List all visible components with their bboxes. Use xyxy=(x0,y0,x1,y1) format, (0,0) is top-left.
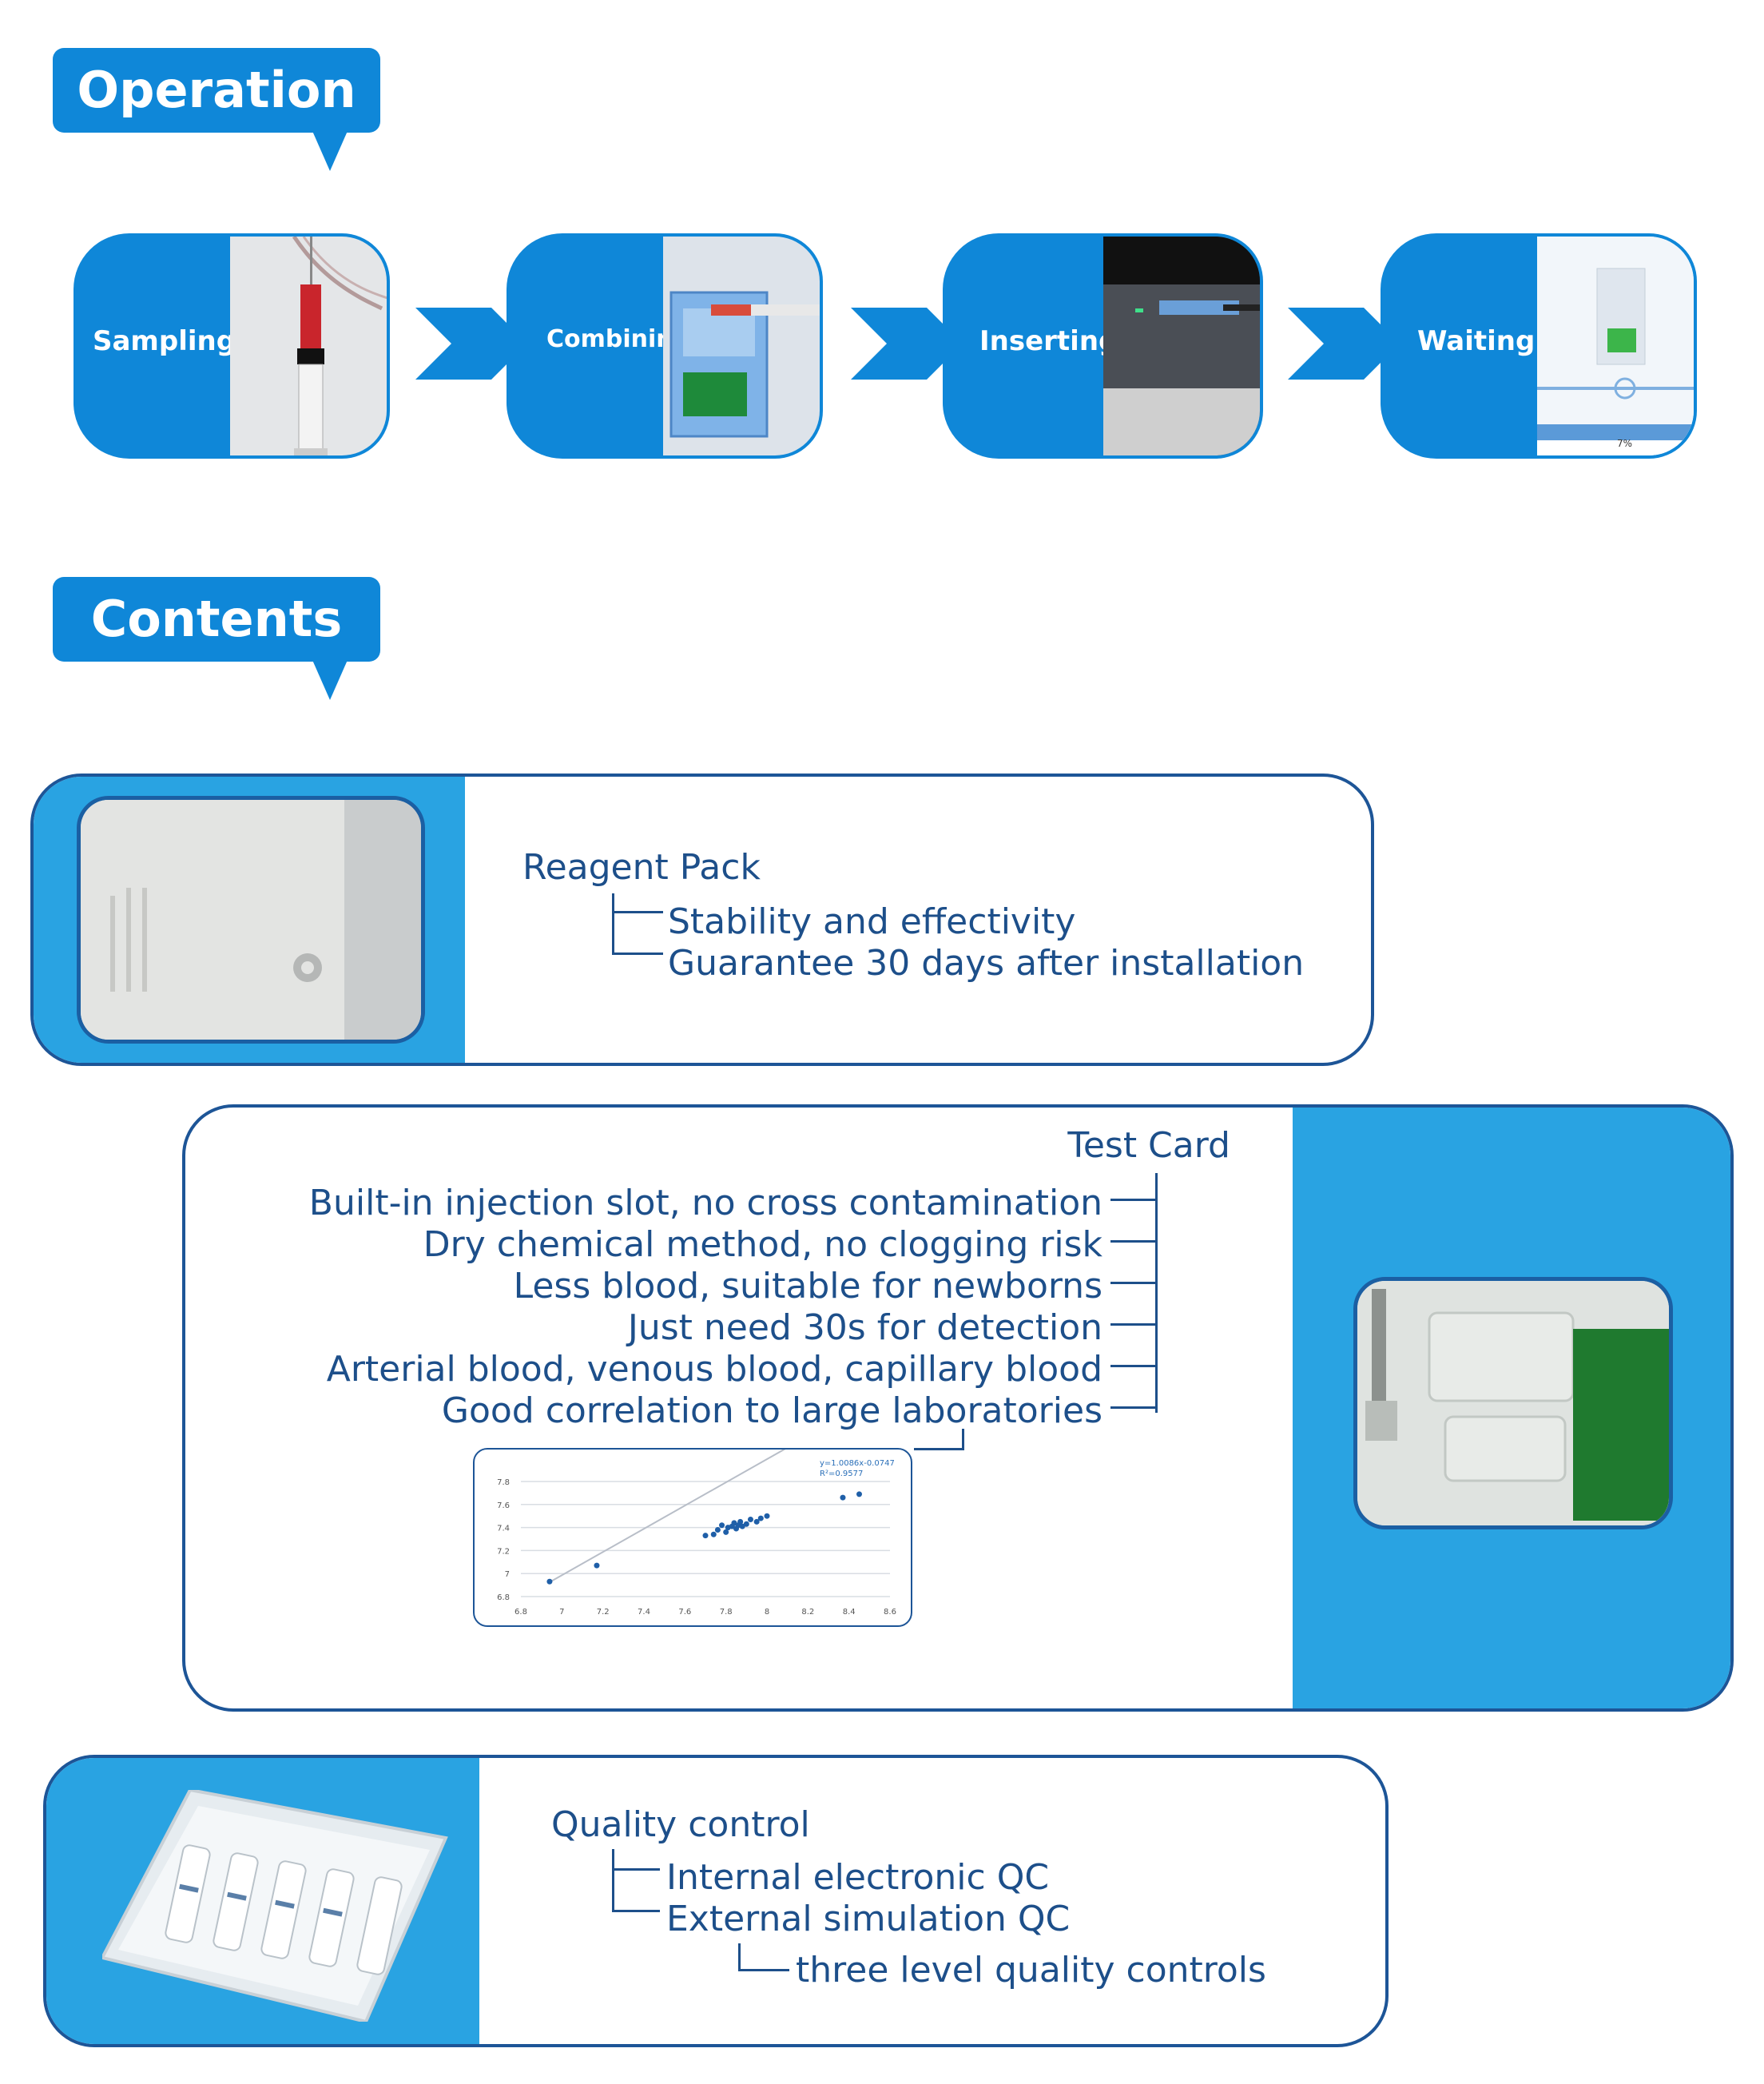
reagent-title: Reagent Pack xyxy=(522,847,761,888)
chevron-arrow-icon xyxy=(851,308,963,380)
test-card-tree-hline xyxy=(1110,1282,1157,1284)
step-waiting: Waiting 7% xyxy=(1381,233,1700,459)
quality-tree-hline-1 xyxy=(612,1868,660,1871)
y-tick-label: 7.4 xyxy=(497,1525,510,1533)
reagent-tree-hline-2 xyxy=(612,953,663,955)
test-card-tree-hline xyxy=(1110,1406,1157,1409)
data-point xyxy=(840,1494,846,1501)
reagent-pack-photo xyxy=(77,796,425,1044)
quality-sub-vline xyxy=(738,1943,741,1971)
x-tick-label: 7.8 xyxy=(720,1608,733,1617)
reagent-pack-card: Reagent Pack Stability and effectivity G… xyxy=(30,774,1374,1066)
data-point xyxy=(737,1518,744,1525)
regression-annotation: y=1.0086x-0.0747 xyxy=(820,1459,895,1468)
test-card-tree-hline xyxy=(1110,1323,1157,1326)
quality-tree-hline-2 xyxy=(612,1910,660,1912)
data-point xyxy=(747,1517,753,1523)
step-inserting: Inserting xyxy=(943,233,1266,459)
data-point xyxy=(739,1523,745,1529)
data-point xyxy=(546,1578,553,1585)
y-tick-label: 7.8 xyxy=(497,1478,510,1487)
x-tick-label: 6.8 xyxy=(514,1608,527,1617)
test-card-photo xyxy=(1353,1277,1673,1529)
quality-title: Quality control xyxy=(551,1804,810,1845)
test-card-item-dry-chemical: Dry chemical method, no clogging risk xyxy=(423,1224,1102,1265)
test-card-photo xyxy=(663,233,823,459)
screen-progress-photo: 7% xyxy=(1537,233,1697,459)
correlation-chart-frame: 6.8 7 7.2 7.4 7.6 7.8 6.8 7 7.2 7.4 7.6 7.8 8 8.2 8.4 8… xyxy=(473,1406,912,1627)
data-point xyxy=(702,1533,709,1539)
test-card-item-30s: Just need 30s for detection xyxy=(627,1307,1102,1348)
test-card-item-correlation: Good correlation to large laboratories xyxy=(441,1390,1102,1431)
correlation-scatter-chart: 6.8 7 7.2 7.4 7.6 7.8 6.8 7 7.2 7.4 7.6 7.8 8 8.2 8.4 8… xyxy=(497,1406,896,1617)
test-card-tree-hline xyxy=(1110,1199,1157,1201)
x-tick-label: 7.4 xyxy=(638,1608,650,1617)
chart-connector-vline xyxy=(962,1429,964,1450)
quality-tree-vline xyxy=(612,1849,614,1911)
data-point xyxy=(743,1521,749,1527)
x-tick-label: 8.2 xyxy=(801,1608,814,1617)
data-point xyxy=(719,1522,725,1529)
syringe-photo xyxy=(230,233,390,459)
test-card-item-blood-types: Arterial blood, venous blood, capillary … xyxy=(326,1349,1102,1390)
y-tick-label: 7.2 xyxy=(497,1547,510,1556)
quality-item-external: External simulation QC xyxy=(666,1899,1071,1939)
reagent-item-stability: Stability and effectivity xyxy=(668,901,1076,942)
y-tick-label: 7.6 xyxy=(497,1501,510,1510)
test-card-card: Test Card Built-in injection slot, no cr… xyxy=(182,1104,1734,1712)
data-point xyxy=(714,1526,721,1533)
reagent-item-guarantee: Guarantee 30 days after installation xyxy=(668,943,1305,984)
x-tick-label: 7 xyxy=(559,1608,564,1617)
x-tick-label: 8.4 xyxy=(843,1608,856,1617)
data-point xyxy=(856,1491,862,1497)
y-tick-label: 6.8 xyxy=(497,1593,510,1602)
chart-connector-hline xyxy=(914,1448,964,1450)
reagent-tree-hline-1 xyxy=(612,911,663,913)
data-point xyxy=(594,1562,600,1569)
data-point xyxy=(757,1515,764,1521)
chevron-arrow-icon xyxy=(1288,308,1400,380)
quality-sub-item: three level quality controls xyxy=(796,1950,1266,1991)
data-point xyxy=(753,1518,760,1525)
test-card-tree-vline xyxy=(1155,1173,1158,1413)
x-tick-label: 7.6 xyxy=(678,1608,691,1617)
quality-control-card: Quality control Internal electronic QC E… xyxy=(43,1755,1389,2047)
step-sampling-label: Sampling xyxy=(93,325,236,357)
trendline xyxy=(549,1406,860,1583)
analyzer-slot-photo xyxy=(1103,233,1263,459)
x-tick-label: 8.6 xyxy=(884,1608,896,1617)
x-tick-label: 8 xyxy=(765,1608,769,1617)
data-point xyxy=(723,1529,729,1535)
reagent-tree-vline xyxy=(612,893,614,955)
y-tick-label: 7 xyxy=(505,1570,510,1579)
test-card-tree-hline xyxy=(1110,1240,1157,1243)
qc-vials-photo xyxy=(102,1790,448,2022)
step-waiting-box xyxy=(1381,233,1540,459)
step-inserting-box xyxy=(943,233,1106,459)
contents-title: Contents xyxy=(53,577,380,700)
test-card-tree-hline xyxy=(1110,1365,1157,1367)
step-sampling-box xyxy=(74,233,233,459)
quality-item-internal: Internal electronic QC xyxy=(666,1857,1050,1898)
data-point xyxy=(731,1520,737,1526)
step-inserting-label: Inserting xyxy=(979,325,1118,357)
regression-annotation: R²=0.9577 xyxy=(820,1470,863,1478)
progress-percent: 7% xyxy=(1617,438,1633,449)
x-tick-label: 7.2 xyxy=(597,1608,610,1617)
step-combining: Combining xyxy=(507,233,826,459)
step-sampling: Sampling xyxy=(74,233,393,459)
test-card-item-injection: Built-in injection slot, no cross contam… xyxy=(308,1183,1102,1223)
step-waiting-label: Waiting xyxy=(1417,325,1536,357)
test-card-title: Test Card xyxy=(1067,1125,1230,1166)
data-point xyxy=(764,1513,770,1519)
operation-title: Operation xyxy=(53,48,380,171)
data-point xyxy=(710,1531,717,1537)
test-card-item-less-blood: Less blood, suitable for newborns xyxy=(513,1266,1102,1306)
step-combining-box xyxy=(507,233,666,459)
chevron-arrow-icon xyxy=(415,308,527,380)
quality-sub-hline xyxy=(738,1969,789,1971)
